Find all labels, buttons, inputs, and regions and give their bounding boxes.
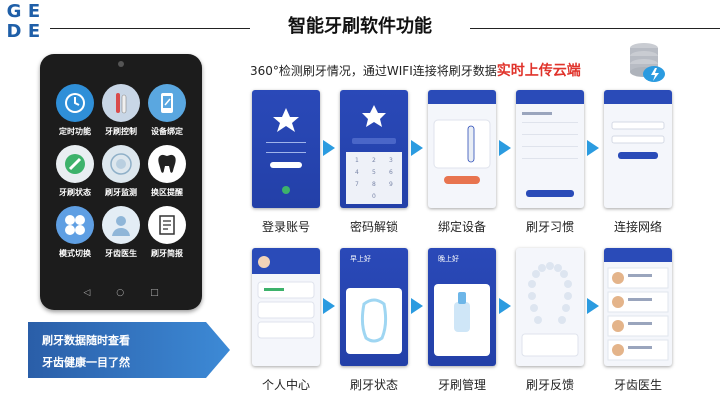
feature-tile[interactable]: 设备绑定 [146, 84, 188, 137]
screenshot-feedback [516, 248, 584, 366]
mode-switch-icon [56, 206, 94, 244]
feature-label: 牙刷控制 [105, 127, 137, 136]
tablet-device: 定时功能 牙刷控制 设备绑定 牙刷状态 刷牙监测 [40, 54, 202, 310]
svg-text:7: 7 [355, 181, 359, 188]
svg-text:1: 1 [355, 157, 359, 164]
logo-letter: G [6, 1, 22, 22]
screenshot-bind [428, 90, 496, 208]
feature-label: 模式切换 [59, 249, 91, 258]
flow-arrow [499, 298, 511, 314]
screenshot-profile [252, 248, 320, 366]
feature-tile[interactable]: 牙齿医生 [100, 206, 142, 259]
svg-text:0: 0 [372, 193, 376, 200]
svg-text:8: 8 [372, 181, 376, 188]
banner-arrow [28, 322, 230, 378]
flow-arrow [587, 298, 599, 314]
screenshot-doctor [604, 248, 672, 366]
feature-label: 刷牙简报 [151, 249, 183, 258]
subtitle-text: 360°检测刷牙情况，通过WIFI连接将刷牙数据 [250, 64, 497, 78]
svg-text:4: 4 [355, 169, 359, 176]
recents-icon[interactable]: □ [150, 288, 159, 298]
feature-label: 刷牙监测 [105, 188, 137, 197]
caption: 刷牙反馈 [525, 378, 574, 392]
flow-arrow [499, 140, 511, 156]
feature-label: 定时功能 [59, 127, 91, 136]
caption: 登录账号 [261, 220, 310, 234]
subtitle: 360°检测刷牙情况，通过WIFI连接将刷牙数据实时上传云端 [250, 60, 581, 80]
svg-text:9: 9 [389, 181, 393, 188]
flow-arrow [323, 298, 335, 314]
feature-label: 牙刷状态 [59, 188, 91, 197]
logo-letter: D [6, 21, 22, 42]
title-divider-left [50, 28, 250, 29]
feature-tile[interactable]: 刷牙监测 [100, 145, 142, 198]
flow-arrow [411, 298, 423, 314]
home-icon[interactable]: ○ [116, 288, 125, 298]
device-bind-icon [148, 84, 186, 122]
subtitle-highlight: 实时上传云端 [496, 63, 581, 79]
caption: 绑定设备 [437, 220, 486, 234]
flow-arrow [323, 140, 335, 156]
dentist-icon [102, 206, 140, 244]
caption: 连接网络 [613, 220, 662, 234]
tablet-nav-bar: ◁ ○ □ [40, 288, 202, 302]
back-icon[interactable]: ◁ [83, 288, 91, 298]
logo-letter: E [27, 1, 41, 22]
feature-tile[interactable]: 刷牙简报 [146, 206, 188, 259]
manage-greeting: 晚上好 [438, 255, 459, 263]
gede-logo: G E D E [4, 2, 44, 42]
clock-icon [56, 84, 94, 122]
svg-text:6: 6 [389, 169, 393, 176]
screenshot-keypad: 1 2 3 4 5 6 7 8 9 0 [340, 90, 408, 208]
tooth-icon [148, 145, 186, 183]
toothbrush-status-icon [56, 145, 94, 183]
caption: 刷牙习惯 [525, 220, 574, 234]
svg-text:5: 5 [372, 169, 376, 176]
feature-tile[interactable]: 定时功能 [54, 84, 96, 137]
title-divider-right [470, 28, 720, 29]
page-title: 智能牙刷软件功能 [288, 16, 432, 37]
feature-tile[interactable]: 模式切换 [54, 206, 96, 259]
feature-label: 设备绑定 [151, 127, 183, 136]
flow-arrow [411, 140, 423, 156]
feature-tile[interactable]: 牙刷控制 [100, 84, 142, 137]
feature-label: 换区提醒 [151, 188, 183, 197]
caption: 牙刷管理 [437, 378, 486, 392]
caption: 牙齿医生 [613, 378, 662, 392]
cloud-database-icon [630, 43, 665, 82]
brush-monitor-icon [102, 145, 140, 183]
status-greeting: 早上好 [350, 255, 371, 263]
caption: 刷牙状态 [349, 378, 398, 392]
svg-text:3: 3 [389, 157, 393, 164]
caption: 个人中心 [261, 378, 310, 392]
flow-arrow [587, 140, 599, 156]
screenshot-habit [516, 90, 584, 208]
report-icon [148, 206, 186, 244]
screenshot-status: 早上好 [340, 248, 408, 366]
feature-label: 牙齿医生 [105, 249, 137, 258]
screenshot-network [604, 90, 672, 208]
logo-letter: E [27, 21, 41, 42]
tablet-camera [118, 61, 124, 67]
svg-text:2: 2 [372, 157, 376, 164]
screenshot-manage: 晚上好 [428, 248, 496, 366]
feature-tile[interactable]: 换区提醒 [146, 145, 188, 198]
feature-tile[interactable]: 牙刷状态 [54, 145, 96, 198]
toothbrush-control-icon [102, 84, 140, 122]
feature-grid: 定时功能 牙刷控制 设备绑定 牙刷状态 刷牙监测 [54, 84, 190, 259]
screenshot-login [252, 90, 320, 208]
caption: 密码解锁 [349, 220, 398, 234]
